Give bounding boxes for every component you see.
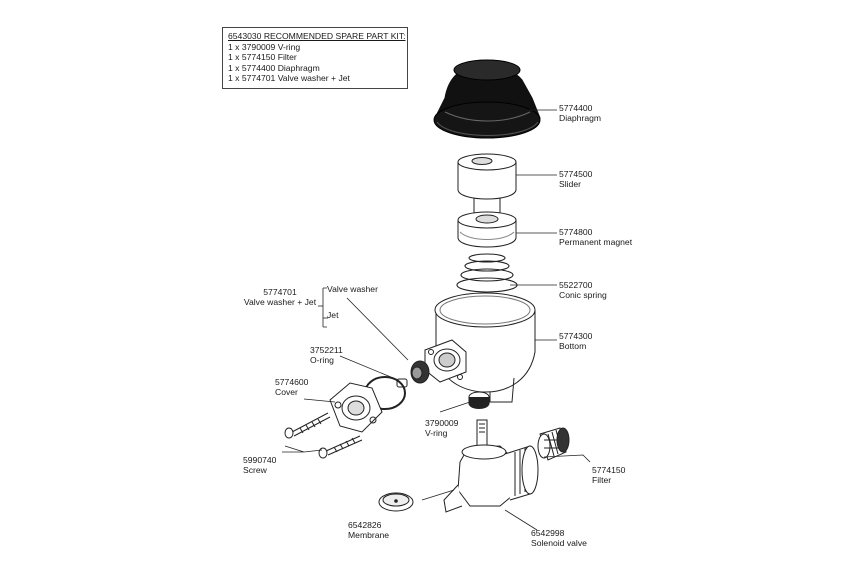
bottom-housing-part — [424, 292, 536, 403]
label-filter: 5774150 Filter — [592, 465, 625, 486]
slider-part — [457, 153, 517, 217]
part-number: 5774400 — [559, 103, 593, 113]
part-name: Slider — [559, 179, 581, 190]
kit-item: 1 x 5774400 Diaphragm — [228, 62, 320, 73]
label-screw: 5990740 Screw — [243, 455, 276, 476]
part-name: V-ring — [425, 428, 448, 439]
magnet-part — [457, 211, 517, 248]
part-number: 5522700 — [559, 280, 593, 290]
bracket-valve-washer: Valve washer — [327, 284, 378, 294]
label-slider: 5774500 Slider — [559, 169, 592, 190]
part-number: 5774500 — [559, 169, 593, 179]
part-number: 5774701 — [263, 287, 297, 297]
label-solenoid: 6542998 Solenoid valve — [531, 528, 587, 549]
part-name: Solenoid valve — [531, 538, 587, 549]
label-cover: 5774600 Cover — [275, 377, 308, 398]
label-membrane: 6542826 Membrane — [348, 520, 389, 541]
label-magnet: 5774800 Permanent magnet — [559, 227, 632, 248]
part-name: Diaphragm — [559, 113, 602, 124]
spare-part-kit-box: 6543030 RECOMMENDED SPARE PART KIT: 1 x … — [222, 27, 408, 89]
part-name: Cover — [275, 387, 298, 398]
part-number: 5990740 — [243, 455, 277, 465]
part-name: Permanent magnet — [559, 237, 633, 248]
spring-part — [456, 253, 518, 293]
part-number: 5774150 — [592, 465, 626, 475]
kit-item: 1 x 3790009 V-ring — [228, 41, 301, 52]
label-spring: 5522700 Conic spring — [559, 280, 607, 301]
cover-part — [329, 382, 383, 433]
vring-part — [468, 391, 490, 409]
label-bottom: 5774300 Bottom — [559, 331, 592, 352]
kit-item: 1 x 5774150 Filter — [228, 52, 297, 63]
part-name: Filter — [592, 475, 612, 486]
part-name: Membrane — [348, 530, 390, 541]
leader-lines — [282, 109, 591, 531]
label-diaphragm: 5774400 Diaphragm — [559, 103, 601, 124]
part-number: 5774600 — [275, 377, 309, 387]
label-valve-washer-jet: 5774701 Valve washer + Jet — [238, 287, 322, 308]
part-number: 5774800 — [559, 227, 593, 237]
part-name: Bottom — [559, 341, 587, 352]
kit-title: 6543030 RECOMMENDED SPARE PART KIT: — [228, 31, 406, 41]
label-oring: 3752211 O-ring — [310, 345, 343, 366]
part-number: 3790009 — [425, 418, 459, 428]
label-vring: 3790009 V-ring — [425, 418, 458, 439]
part-number: 3752211 — [310, 345, 343, 355]
diaphragm-part — [433, 59, 541, 139]
solenoid-valve-part — [443, 419, 539, 513]
part-name: Valve washer + Jet — [243, 297, 317, 308]
filter-part — [537, 427, 570, 461]
screw-part — [284, 412, 363, 459]
part-number: 6542826 — [348, 520, 382, 530]
part-name: O-ring — [310, 355, 334, 366]
part-name: Screw — [243, 465, 267, 476]
bracket-jet: Jet — [327, 310, 339, 320]
membrane-part — [378, 492, 414, 512]
part-number: 5774300 — [559, 331, 593, 341]
part-name: Conic spring — [559, 290, 607, 301]
kit-item: 1 x 5774701 Valve washer + Jet — [228, 73, 350, 84]
part-number: 6542998 — [531, 528, 565, 538]
